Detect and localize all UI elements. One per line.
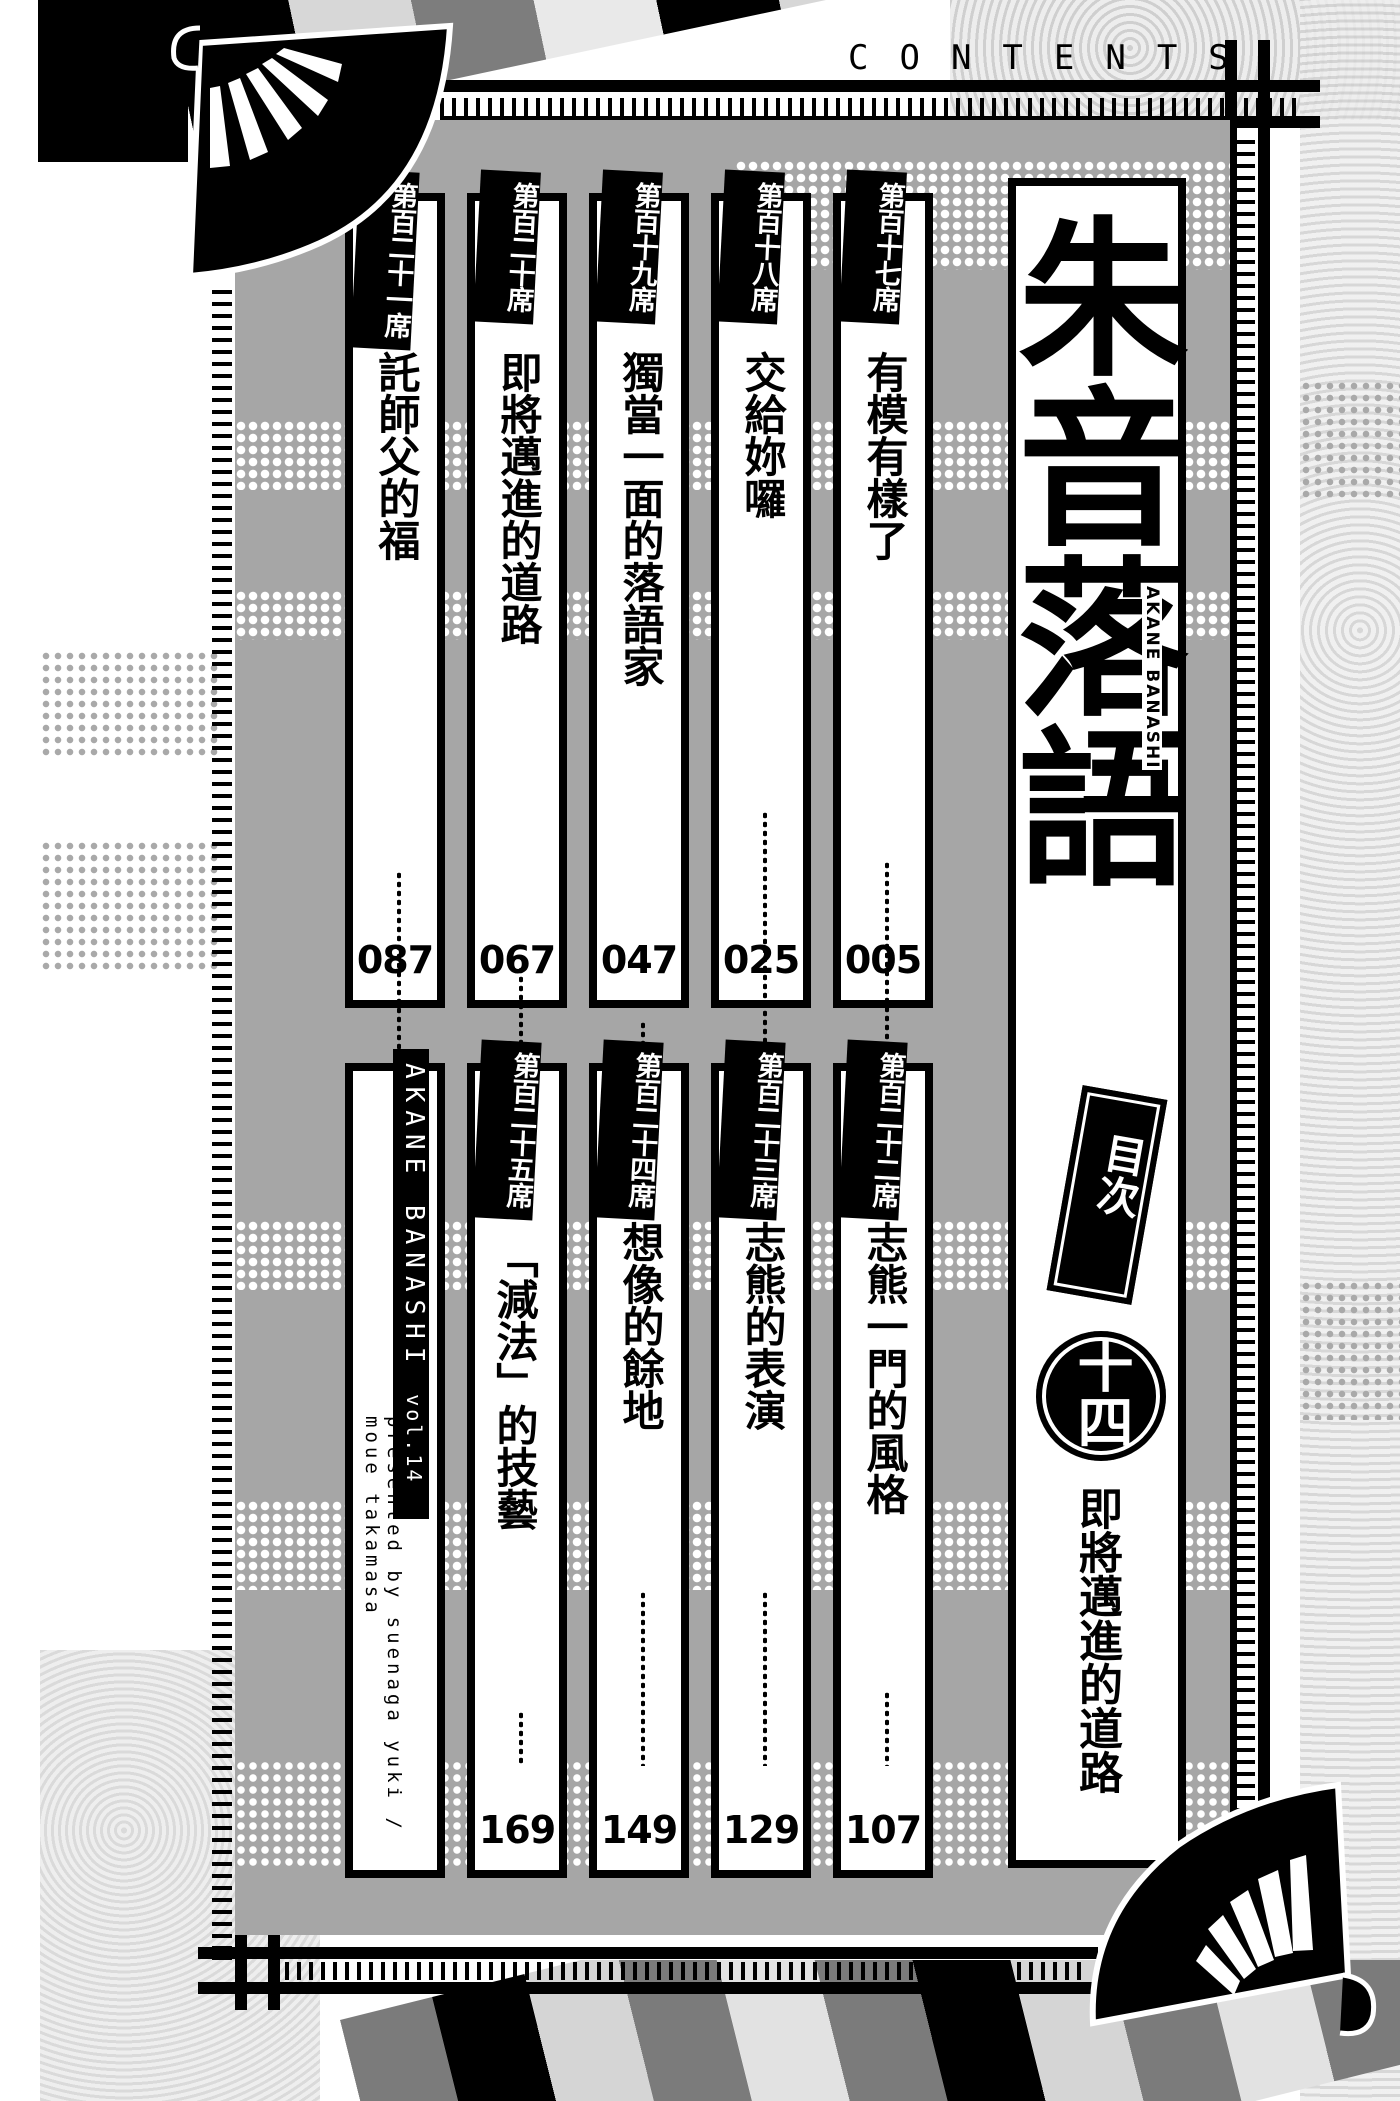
chapter-title: 獨當一面的落語家 <box>616 351 665 687</box>
dot-leader <box>763 1591 767 1766</box>
dot-leader <box>641 1591 645 1766</box>
chapter-title: 託師父的福 <box>372 351 421 561</box>
chapter-page: 107 <box>844 1808 922 1852</box>
dot-pattern <box>40 650 220 760</box>
frame-ruler-bottom <box>285 1962 1085 1980</box>
brand-name-tag: AKANE BANASHI vol.14 <box>393 1049 429 1519</box>
brand-name: AKANE BANASHI <box>399 1063 429 1371</box>
chapter-page: 169 <box>478 1808 556 1852</box>
brand-spine: AKANE BANASHI vol.14 presented by suenag… <box>345 1049 445 1878</box>
frame-line-bottom-outer <box>198 1982 1098 1994</box>
dot-leader <box>763 811 767 1096</box>
dot-pattern <box>1300 380 1400 500</box>
chapter-number-tag: 第百二十席 <box>473 169 541 325</box>
frame-line-right-outer <box>1258 40 1270 1860</box>
chapter-title: 有模有樣了 <box>860 351 909 561</box>
decorative-block <box>38 0 188 162</box>
chapter-entry-124[interactable]: 第百二十四席 想像的餘地 149 <box>589 1039 689 1878</box>
contents-label: CONTENTS <box>848 38 1260 78</box>
dot-leader <box>519 1711 523 1766</box>
author-credit: presented by suenaga yuki / moue takamas… <box>361 1416 405 1833</box>
chapter-entry-122[interactable]: 第百二十二席 志熊一門的風格 107 <box>833 1039 933 1878</box>
chapter-entry-123[interactable]: 第百二十三席 志熊的表演 129 <box>711 1039 811 1878</box>
frame-line-bottom <box>198 1947 1098 1959</box>
series-title-box: 朱音落語 AKANE BANASHI 目次 十四 即將邁進的道路 <box>988 178 1188 1868</box>
chapter-page: 129 <box>722 1808 800 1852</box>
chapter-entry-118[interactable]: 第百十八席 交給妳囉 025 <box>711 169 811 1096</box>
chapter-number-tag: 第百二十四席 <box>594 1039 664 1221</box>
table-of-contents-badge: 目次 <box>1046 1085 1168 1305</box>
chapter-page: 025 <box>722 938 800 982</box>
chapter-entry-119[interactable]: 第百十九席 獨當一面的落語家 047 <box>589 169 689 1096</box>
chapter-number-tag: 第百十八席 <box>717 169 785 325</box>
dot-pattern <box>40 840 220 970</box>
dot-leader <box>885 1691 889 1766</box>
chapter-title: 想像的餘地 <box>616 1221 665 1431</box>
chapter-entry-120[interactable]: 第百二十席 即將邁進的道路 067 <box>467 169 567 1096</box>
chapter-entry-117[interactable]: 第百十七席 有模有樣了 005 <box>833 169 933 1096</box>
chapter-title: 志熊一門的風格 <box>860 1221 909 1515</box>
chapter-title: 志熊的表演 <box>738 1221 787 1431</box>
chapter-page: 047 <box>600 938 678 982</box>
series-title: 朱音落語 <box>988 210 1188 890</box>
series-title-romaji: AKANE BANASHI <box>1142 586 1162 770</box>
chapter-page: 005 <box>844 938 922 982</box>
folding-fan-icon <box>171 22 454 280</box>
chapter-title: 交給妳囉 <box>738 351 787 519</box>
frame-ruler-left <box>212 290 232 1960</box>
chapter-entry-121[interactable]: 第百二十一席 託師父的福 087 <box>345 169 445 1096</box>
volume-number: 十四 <box>1068 1337 1134 1449</box>
chapter-page: 087 <box>356 938 434 982</box>
brand-volume: vol.14 <box>402 1394 426 1485</box>
dot-leader <box>397 871 401 1096</box>
chapter-entry-125[interactable]: 第百二十五席 「減法」的技藝 169 <box>467 1039 567 1878</box>
volume-subtitle: 即將邁進的道路 <box>1071 1486 1122 1794</box>
dot-pattern <box>1300 1280 1400 1420</box>
background-texture-right <box>1300 0 1400 2101</box>
folding-fan-icon <box>1089 1781 1377 2037</box>
chapter-title: 「減法」的技藝 <box>490 1236 539 1530</box>
frame-ruler-right <box>1237 140 1255 1840</box>
frame-ruler-top <box>440 98 1300 116</box>
toc-label: 目次 <box>1087 1129 1151 1221</box>
chapter-number-tag: 第百十七席 <box>839 169 907 325</box>
chapter-title: 即將邁進的道路 <box>494 351 543 645</box>
chapter-number-tag: 第百二十二席 <box>838 1039 908 1221</box>
chapter-number-tag: 第百二十三席 <box>716 1039 786 1221</box>
dot-leader <box>885 861 889 1096</box>
chapter-number-tag: 第百二十五席 <box>472 1039 542 1221</box>
volume-number-badge: 十四 <box>1036 1331 1166 1461</box>
dot-leader <box>519 966 523 1096</box>
chapter-number-tag: 第百十九席 <box>595 169 663 325</box>
chapter-page: 149 <box>600 1808 678 1852</box>
frame-line-top <box>440 80 1320 92</box>
chapter-page: 067 <box>478 938 556 982</box>
